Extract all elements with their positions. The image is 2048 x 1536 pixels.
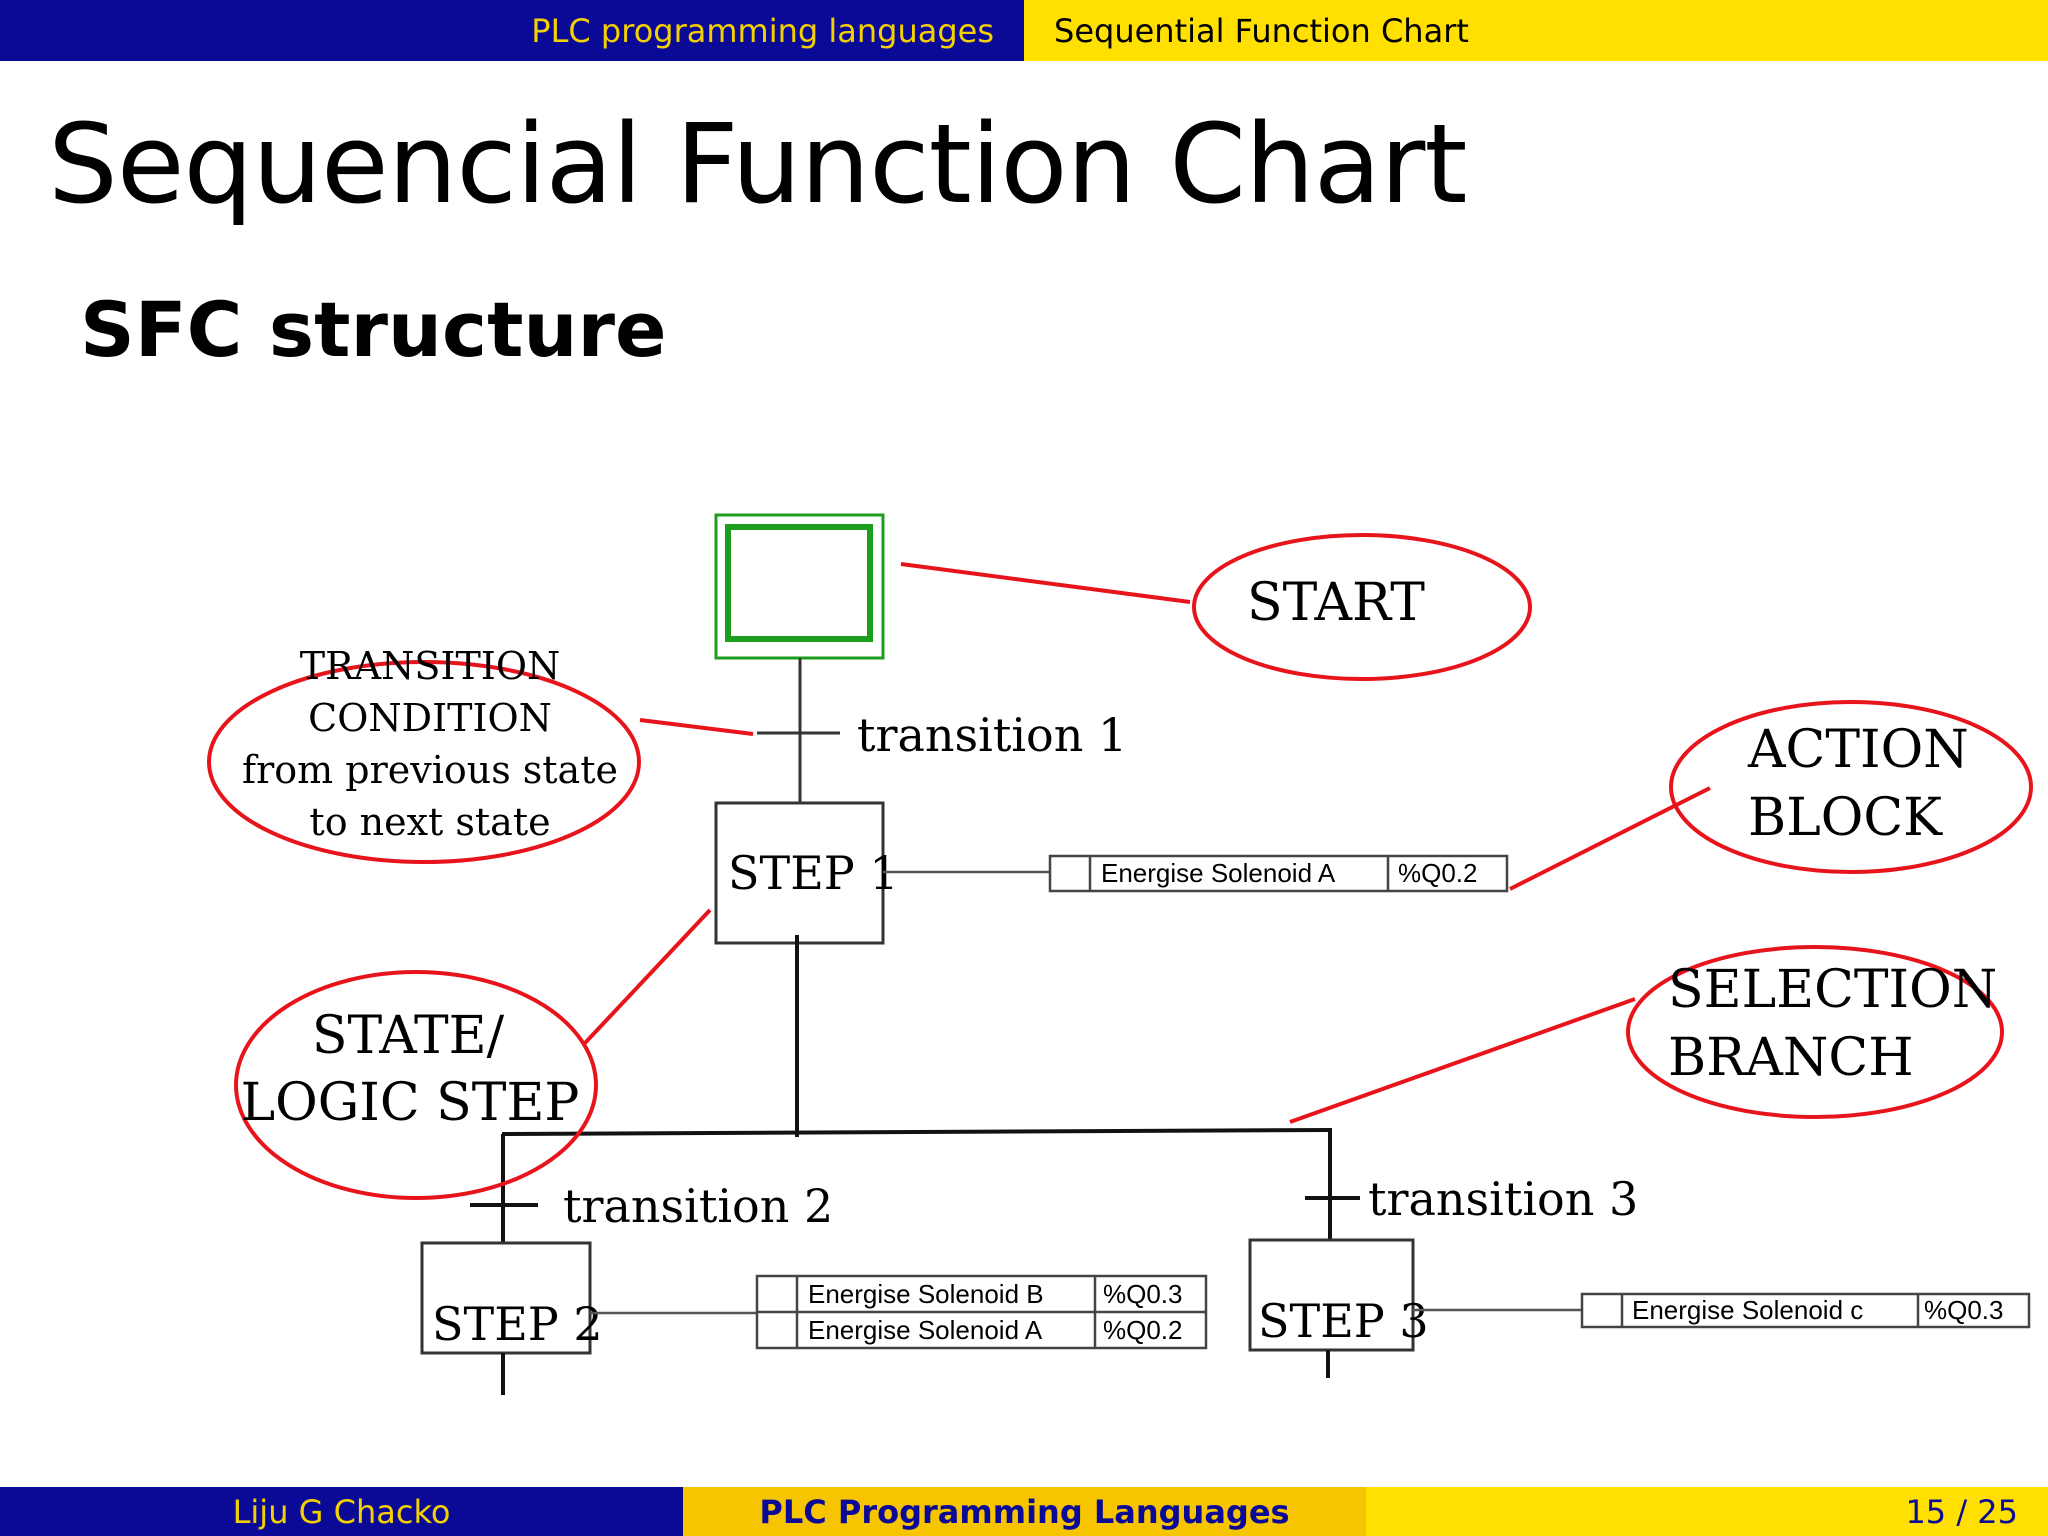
step-2-action-1-text: Energise Solenoid B (808, 1279, 1044, 1309)
state-logic-step-line-1: STATE/ (312, 1006, 505, 1066)
transition-3-label: transition 3 (1368, 1172, 1638, 1226)
step-1-action-address: %Q0.2 (1398, 858, 1478, 888)
initial-step-box (714, 513, 885, 660)
state-logic-step-line-2: LOGIC STEP (241, 1073, 580, 1133)
slide-title: Sequencial Function Chart (48, 100, 1468, 228)
action-block-line-2: BLOCK (1748, 788, 1943, 848)
footer-course: PLC Programming Languages (683, 1487, 1366, 1536)
step-1-label: STEP 1 (728, 846, 899, 900)
transition-2-label: transition 2 (563, 1179, 833, 1233)
nav-subsection-link[interactable]: Sequential Function Chart (1024, 0, 2048, 61)
selection-branch-callout: SELECTION BRANCH (1289, 945, 2004, 1124)
state-logic-step-callout: STATE/ LOGIC STEP (234, 908, 712, 1200)
transition-condition-line-3: from previous state (242, 748, 618, 792)
step-2-label: STEP 2 (432, 1297, 603, 1351)
footer-page-number: 15 / 25 (1366, 1487, 2048, 1536)
step-2-box (420, 1241, 592, 1355)
action-block-callout: ACTION BLOCK (1509, 700, 2033, 891)
step-3-action-text: Energise Solenoid c (1632, 1295, 1863, 1325)
nav-section-link[interactable]: PLC programming languages (0, 0, 1024, 61)
action-block-line-1: ACTION (1747, 720, 1969, 780)
step-2-action-1-address: %Q0.3 (1103, 1279, 1183, 1309)
step-2-action-2-address: %Q0.2 (1103, 1315, 1183, 1345)
step-3-action-block: Energise Solenoid c %Q0.3 (1580, 1292, 2031, 1329)
transition-condition-line-4: to next state (309, 800, 550, 844)
step-2-action-2-text: Energise Solenoid A (808, 1315, 1043, 1345)
transition-condition-line-2: CONDITION (308, 696, 552, 740)
start-callout: START (900, 533, 1532, 681)
transition-condition-line-1: TRANSITION (300, 644, 560, 688)
footer-author: Liju G Chacko (0, 1487, 683, 1536)
footer-bar: Liju G Chacko PLC Programming Languages … (0, 1487, 2048, 1536)
header-bar: PLC programming languages Sequential Fun… (0, 0, 2048, 61)
selection-branch-line (501, 1128, 1333, 1136)
step-1-action-text: Energise Solenoid A (1101, 858, 1336, 888)
step-3-action-address: %Q0.3 (1924, 1295, 2004, 1325)
step-3-label: STEP 3 (1258, 1294, 1429, 1348)
selection-branch-line-2: BRANCH (1668, 1028, 1914, 1088)
transition-1-label: transition 1 (857, 708, 1127, 762)
start-callout-text: START (1247, 573, 1425, 633)
transition-condition-callout: TRANSITION CONDITION from previous state… (207, 644, 754, 864)
step-1-action-block: Energise Solenoid A %Q0.2 (1048, 854, 1509, 893)
step-3-box (1248, 1238, 1415, 1352)
step-2-action-block: Energise Solenoid B %Q0.3 Energise Solen… (755, 1274, 1208, 1350)
slide-subtitle: SFC structure (80, 285, 667, 374)
selection-branch-line-1: SELECTION (1668, 960, 1997, 1020)
